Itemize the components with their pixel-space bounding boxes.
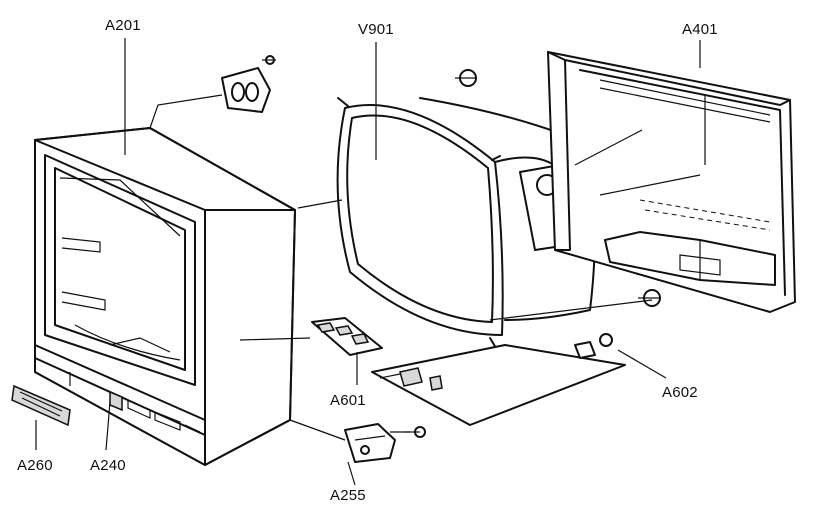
a255-bracket-part bbox=[344, 423, 396, 463]
speaker-bracket bbox=[221, 55, 276, 113]
label-v901: V901 bbox=[358, 21, 394, 38]
label-a602: A602 bbox=[662, 384, 698, 401]
label-a260: A260 bbox=[17, 457, 53, 474]
label-a601: A601 bbox=[330, 392, 366, 409]
label-a401: A401 bbox=[682, 21, 718, 38]
a260-trim-part bbox=[11, 384, 71, 427]
back-cover bbox=[547, 51, 796, 313]
front-cabinet bbox=[34, 127, 296, 466]
label-a201: A201 bbox=[105, 17, 141, 34]
a601-small-board bbox=[311, 317, 383, 356]
label-a255: A255 bbox=[330, 487, 366, 504]
leader-lines bbox=[35, 38, 701, 486]
label-a240: A240 bbox=[90, 457, 126, 474]
main-circuit-board bbox=[371, 341, 626, 426]
